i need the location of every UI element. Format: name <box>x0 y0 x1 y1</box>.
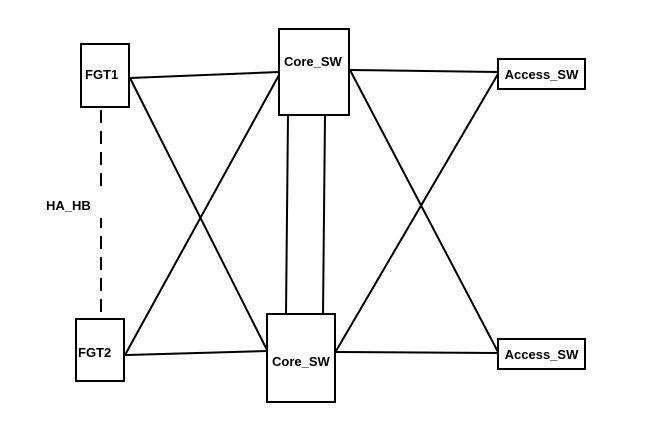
node-fgt1[interactable]: FGT1 <box>80 43 130 108</box>
link-core-bottom-access-bottom <box>335 351 499 354</box>
node-core-sw-top[interactable]: Core_SW <box>278 28 350 116</box>
link-fgt1-core-bottom <box>129 77 268 351</box>
node-fgt2-label: FGT2 <box>78 345 112 360</box>
link-core-stack-left <box>285 115 289 315</box>
link-core-bottom-access-top <box>335 73 499 352</box>
ha-link-label: HA_HB <box>46 198 91 213</box>
node-fgt2[interactable]: FGT2 <box>75 318 125 382</box>
link-core-stack-right <box>322 115 326 315</box>
node-core-sw-bottom[interactable]: Core_SW <box>266 313 336 403</box>
node-access-sw-top-label: Access_SW <box>504 66 579 82</box>
link-fgt1-core-top <box>129 71 280 79</box>
link-core-top-access-bottom <box>349 69 499 353</box>
link-fgt2-core-bottom <box>124 350 268 356</box>
link-core-top-access-top <box>349 69 499 73</box>
node-access-sw-top[interactable]: Access_SW <box>497 58 586 90</box>
node-core-sw-top-label: Core_SW <box>284 54 342 69</box>
node-access-sw-bottom[interactable]: Access_SW <box>497 338 586 370</box>
ha-label-mask <box>44 194 108 218</box>
node-access-sw-bottom-label: Access_SW <box>504 346 579 362</box>
node-fgt1-label: FGT1 <box>85 67 119 82</box>
link-fgt2-core-top <box>124 74 280 356</box>
node-core-sw-bottom-label: Core_SW <box>272 354 330 369</box>
